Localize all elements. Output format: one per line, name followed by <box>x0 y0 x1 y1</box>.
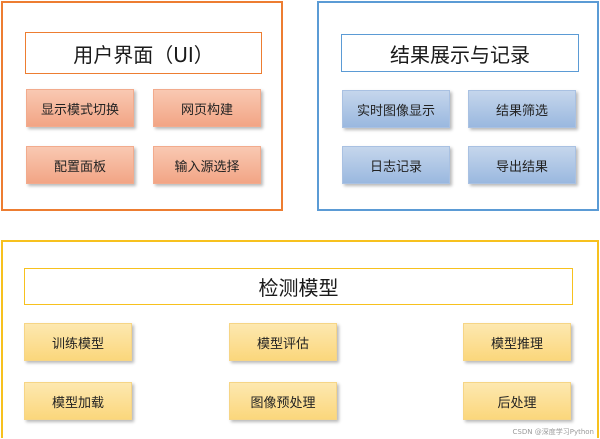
result-filter-box: 结果筛选 <box>468 90 576 128</box>
model-evaluate-box: 模型评估 <box>229 323 337 361</box>
input-source-select-box: 输入源选择 <box>153 146 261 184</box>
realtime-image-display-box: 实时图像显示 <box>342 90 450 128</box>
web-page-build-box: 网页构建 <box>153 89 261 127</box>
display-mode-switch-box: 显示模式切换 <box>26 89 134 127</box>
model-inference-box: 模型推理 <box>463 323 571 361</box>
watermark: CSDN @深度学习Python <box>512 428 594 436</box>
result-panel: 结果展示与记录 实时图像显示 结果筛选 日志记录 导出结果 <box>317 1 599 211</box>
ui-panel: 用户界面（UI） 显示模式切换 网页构建 配置面板 输入源选择 <box>1 1 283 211</box>
export-result-box: 导出结果 <box>468 146 576 184</box>
image-preprocess-box: 图像预处理 <box>229 382 337 420</box>
train-model-box: 训练模型 <box>24 323 132 361</box>
config-panel-box: 配置面板 <box>26 146 134 184</box>
result-panel-title: 结果展示与记录 <box>341 34 579 72</box>
post-process-box: 后处理 <box>463 382 571 420</box>
log-record-box: 日志记录 <box>342 146 450 184</box>
model-panel: 检测模型 训练模型 模型评估 模型推理 模型加载 图像预处理 后处理 <box>1 240 599 438</box>
model-load-box: 模型加载 <box>24 382 132 420</box>
ui-panel-title: 用户界面（UI） <box>25 32 262 74</box>
model-panel-title: 检测模型 <box>24 268 573 305</box>
